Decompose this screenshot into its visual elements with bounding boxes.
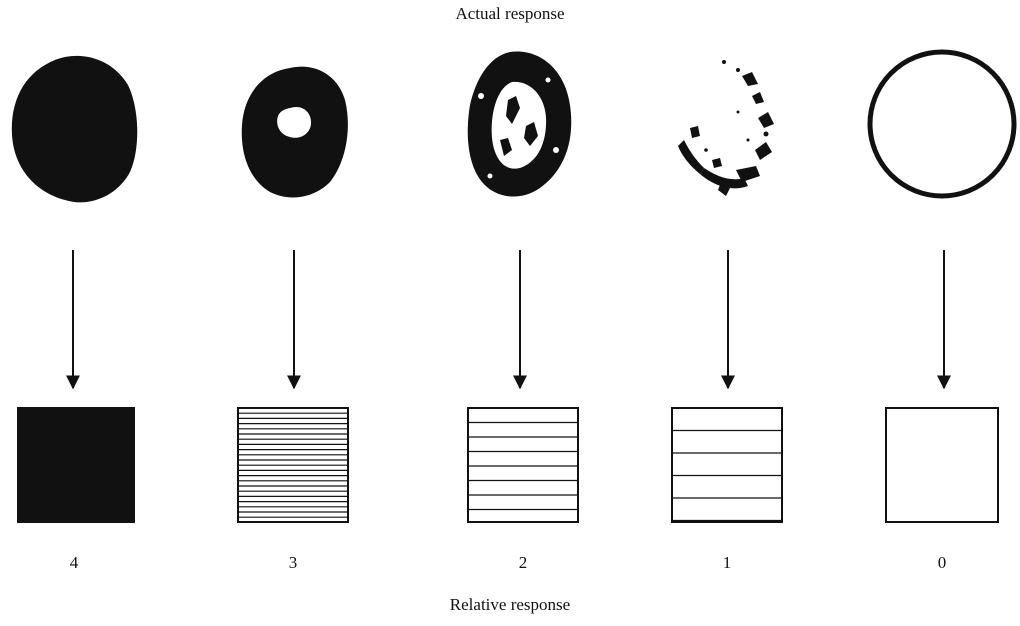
- square-score-4: [17, 407, 135, 523]
- square-score-1: [671, 407, 783, 523]
- square-score-3: [237, 407, 349, 523]
- blot-score-3: [241, 66, 348, 198]
- score-label-4: 4: [69, 553, 79, 572]
- score-label-2: 2: [518, 553, 528, 572]
- score-label-3: 3: [288, 553, 298, 572]
- blot-score-4: [11, 55, 138, 203]
- relative-response-title: Relative response: [449, 595, 571, 614]
- square-score-2: [467, 407, 579, 523]
- actual-response-title: Actual response: [455, 4, 565, 23]
- blot-score-2: [467, 51, 572, 197]
- square-score-0: [885, 407, 999, 523]
- score-label-0: 0: [937, 553, 947, 572]
- score-label-1: 1: [722, 553, 732, 572]
- blot-score-0: [867, 49, 1017, 199]
- blot-score-1: [678, 60, 774, 196]
